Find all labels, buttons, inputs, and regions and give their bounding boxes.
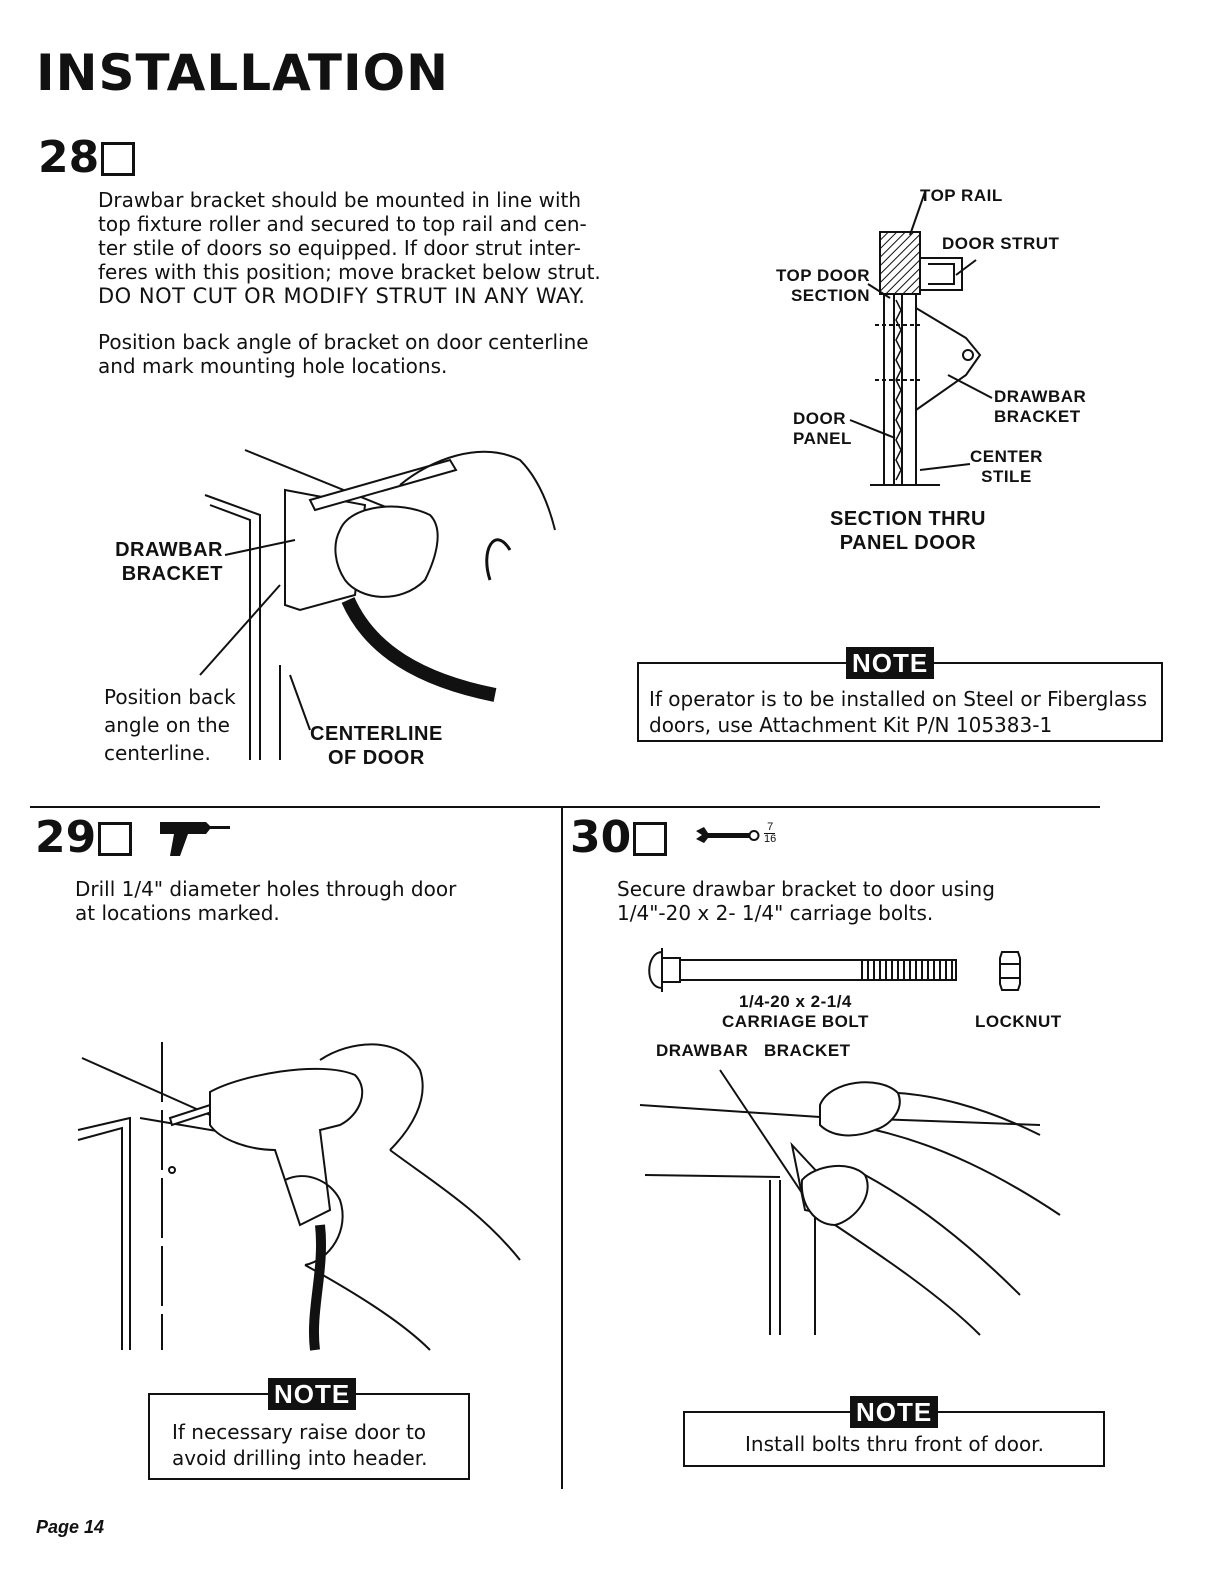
door-strut-label: DOOR STRUT: [942, 234, 1060, 253]
note-box-install-bolts: NOTE Install bolts thru front of door.: [683, 1396, 1105, 1467]
drawbar-bracket-label: DRAWBAR BRACKET: [115, 539, 223, 585]
top-door-section-label: TOP DOOR SECTION: [775, 266, 870, 305]
step-29-instructions: Drill 1/4" diameter holes through door a…: [75, 877, 457, 925]
locknut-label: LOCKNUT: [975, 1012, 1062, 1031]
note-tag: NOTE: [268, 1378, 357, 1410]
carriage-bolt-illustration: [648, 948, 1021, 992]
vertical-divider: [561, 806, 563, 1489]
step-checkbox[interactable]: [101, 142, 136, 176]
top-rail-label: TOP RAIL: [920, 186, 1003, 205]
step-checkbox[interactable]: [98, 822, 133, 856]
center-stile-label: CENTER STILE: [970, 447, 1043, 486]
note-box-steel-fiberglass: NOTE If operator is to be installed on S…: [637, 647, 1163, 742]
carriage-bolt-label: 1/4-20 x 2-1/4 CARRIAGE BOLT: [722, 992, 869, 1031]
centerline-label: CENTERLINE OF DOOR: [310, 723, 443, 769]
step-number: 29: [35, 812, 97, 863]
text-line: Drawbar bracket should be mounted in lin…: [98, 188, 582, 212]
section-diagram: [849, 191, 993, 486]
bracket-placement-illustration: [199, 449, 556, 760]
drilling-illustration: [77, 1042, 521, 1351]
text-line: feres with this position; move bracket b…: [98, 260, 601, 284]
text-line: top fixture roller and secured to top ra…: [98, 212, 587, 236]
step-28-header: 28: [38, 132, 136, 183]
page-title: INSTALLATION: [36, 44, 449, 102]
step-30-header: 30: [570, 812, 668, 863]
bolt-install-illustration: [639, 1069, 1061, 1336]
note-tag: NOTE: [846, 647, 935, 679]
door-panel-label: DOOR PANEL: [793, 409, 852, 448]
drill-icon: [160, 822, 230, 856]
wrench-icon: [696, 827, 760, 843]
note-box-raise-door: NOTE If necessary raise door to avoid dr…: [148, 1378, 470, 1480]
text-line: ter stile of doors so equipped. If door …: [98, 236, 581, 260]
step-number: 30: [570, 812, 632, 863]
step-30-instructions: Secure drawbar bracket to door using 1/4…: [617, 877, 995, 925]
section-drawbar-bracket-label: DRAWBAR BRACKET: [994, 387, 1087, 426]
note-text: If necessary raise door to avoid drillin…: [172, 1420, 428, 1470]
note-tag: NOTE: [850, 1396, 939, 1428]
wrench-size: 7 16: [764, 821, 777, 845]
step-checkbox[interactable]: [633, 822, 668, 856]
text-line: and mark mounting hole locations.: [98, 354, 448, 378]
horizontal-divider: [30, 806, 1100, 808]
text-line: Position back angle of bracket on door c…: [98, 330, 589, 354]
section-caption: SECTION THRU PANEL DOOR: [830, 508, 986, 554]
note-text: If operator is to be installed on Steel …: [649, 687, 1147, 737]
note-text: Install bolts thru front of door.: [745, 1432, 1044, 1456]
step-number: 28: [38, 132, 100, 183]
step-29-header: 29: [35, 812, 133, 863]
drawbar-bracket-label-30: DRAWBAR BRACKET: [656, 1041, 851, 1060]
position-caption: Position back angle on the centerline.: [104, 685, 236, 765]
step-28-instructions: Drawbar bracket should be mounted in lin…: [98, 188, 638, 378]
page-number: Page 14: [36, 1517, 105, 1537]
warning-text: DO NOT CUT OR MODIFY STRUT IN ANY WAY.: [98, 284, 586, 308]
